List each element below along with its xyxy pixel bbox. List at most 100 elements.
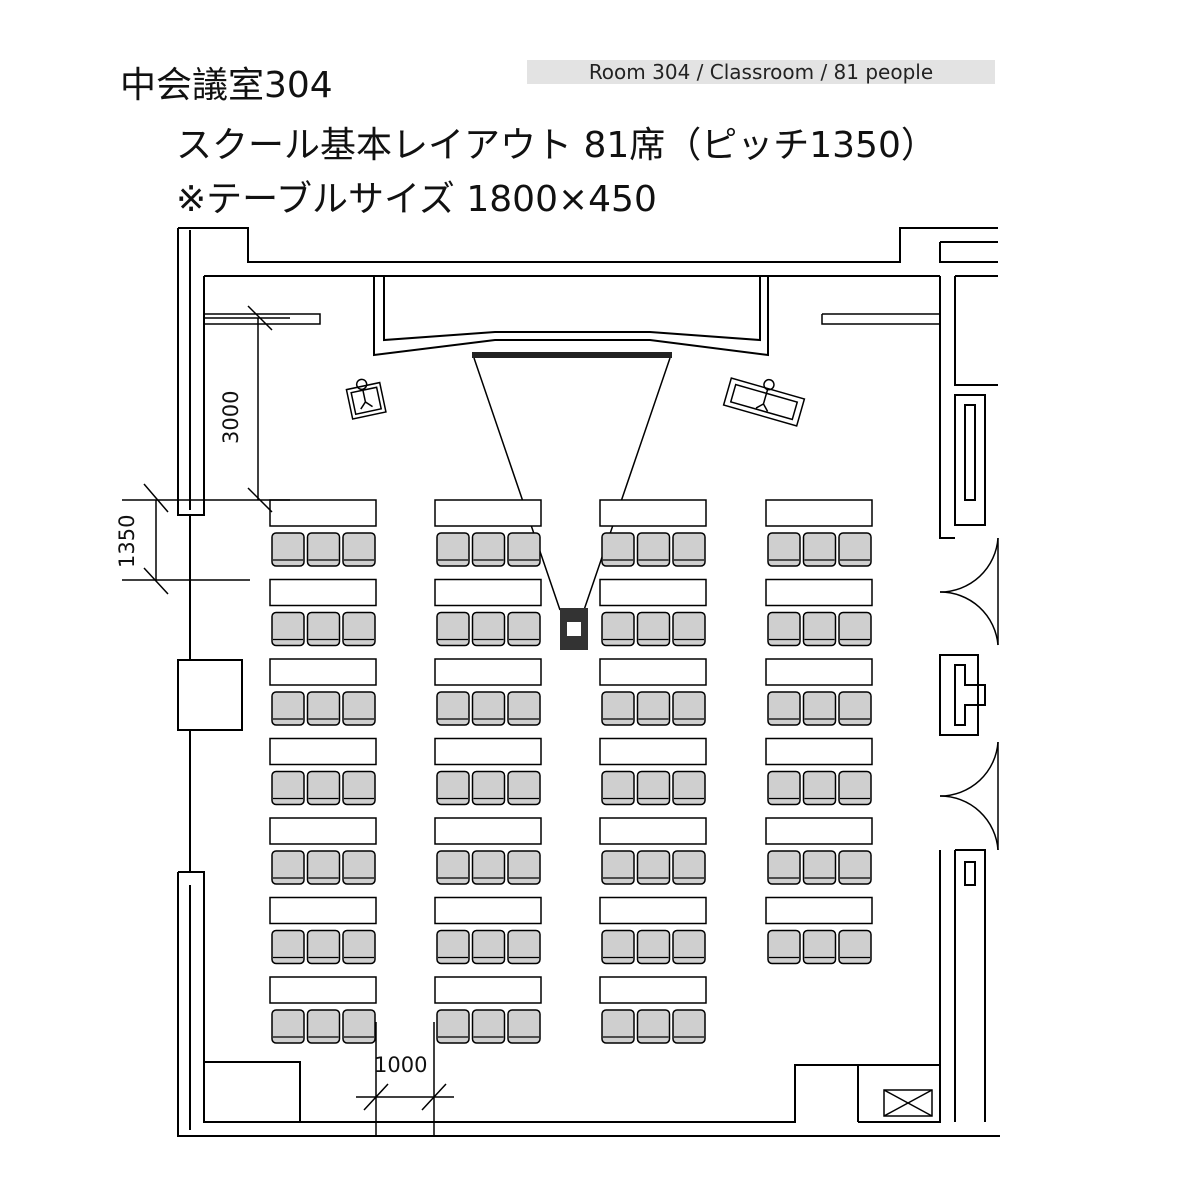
chair: [306, 532, 341, 567]
chair: [507, 532, 541, 567]
chair: [306, 929, 341, 965]
chair: [342, 691, 376, 726]
chair: [672, 770, 706, 806]
chair: [636, 611, 671, 647]
dimension-1350: 1350: [115, 515, 139, 568]
table: [599, 896, 707, 925]
table: [765, 817, 873, 845]
chair: [601, 1009, 635, 1044]
chair: [271, 611, 305, 647]
chair: [471, 532, 506, 567]
chair: [802, 770, 837, 806]
chair: [767, 532, 801, 567]
lectern-left: [345, 378, 387, 420]
entrance-doors: [939, 537, 999, 851]
table: [765, 499, 873, 527]
chair: [471, 929, 506, 965]
chair: [271, 929, 305, 965]
chair: [436, 770, 470, 806]
table: [269, 578, 377, 607]
chair: [636, 929, 671, 965]
chair: [601, 532, 635, 567]
chair: [436, 850, 470, 885]
chair: [767, 611, 801, 647]
dimension-pitch: 1350: [115, 483, 250, 595]
chair: [271, 532, 305, 567]
chair: [342, 929, 376, 965]
chair: [767, 850, 801, 885]
chair: [507, 611, 541, 647]
projection-beam: [473, 357, 671, 611]
chair: [838, 929, 872, 965]
chair: [471, 850, 506, 885]
table: [765, 658, 873, 686]
chair: [672, 532, 706, 567]
chair: [802, 611, 837, 647]
chair: [767, 929, 801, 965]
chair: [342, 611, 376, 647]
room-summary-badge: Room 304 / Classroom / 81 people: [527, 60, 995, 84]
chair: [507, 770, 541, 806]
table: [269, 499, 377, 527]
table: [599, 658, 707, 686]
chair: [601, 691, 635, 726]
chair: [436, 1009, 470, 1044]
chair: [436, 691, 470, 726]
table: [765, 578, 873, 607]
chair: [306, 850, 341, 885]
chair: [802, 929, 837, 965]
chair: [601, 611, 635, 647]
chair: [271, 770, 305, 806]
table: [599, 737, 707, 766]
chair: [471, 770, 506, 806]
table: [599, 578, 707, 607]
table: [434, 817, 542, 845]
chair: [672, 929, 706, 965]
chair: [471, 1009, 506, 1044]
chair: [471, 611, 506, 647]
table: [269, 817, 377, 845]
table: [765, 737, 873, 766]
chair: [306, 770, 341, 806]
layout-description: スクール基本レイアウト 81席（ピッチ1350）: [176, 125, 937, 166]
chair: [672, 691, 706, 726]
chair: [672, 850, 706, 885]
chair: [436, 929, 470, 965]
chair: [342, 770, 376, 806]
chair: [636, 691, 671, 726]
chair: [838, 611, 872, 647]
table: [434, 578, 542, 607]
chair: [838, 850, 872, 885]
table: [434, 896, 542, 925]
table: [434, 737, 542, 766]
table-size-note: ※テーブルサイズ 1800×450: [176, 179, 657, 220]
chair: [507, 850, 541, 885]
chair: [636, 770, 671, 806]
table: [599, 499, 707, 527]
projection-screen: [472, 352, 672, 358]
chair: [636, 532, 671, 567]
chair: [767, 770, 801, 806]
chair: [672, 611, 706, 647]
lectern-right: [722, 377, 806, 427]
dimension-front: 3000: [204, 305, 290, 513]
chair: [436, 532, 470, 567]
chair: [342, 1009, 376, 1044]
chair: [838, 770, 872, 806]
room-title: 中会議室304: [120, 65, 333, 106]
chair: [636, 1009, 671, 1044]
chair: [342, 532, 376, 567]
dimension-aisle: 1000: [356, 1022, 454, 1136]
chair: [271, 1009, 305, 1044]
table: [434, 499, 542, 527]
table: [269, 658, 377, 686]
chair: [271, 691, 305, 726]
seating-layout: [269, 499, 873, 1044]
chair: [636, 850, 671, 885]
chair: [271, 850, 305, 885]
table: [269, 896, 377, 925]
table: [599, 976, 707, 1004]
chair: [306, 1009, 341, 1044]
table: [434, 976, 542, 1004]
storage-box: [883, 1089, 933, 1117]
